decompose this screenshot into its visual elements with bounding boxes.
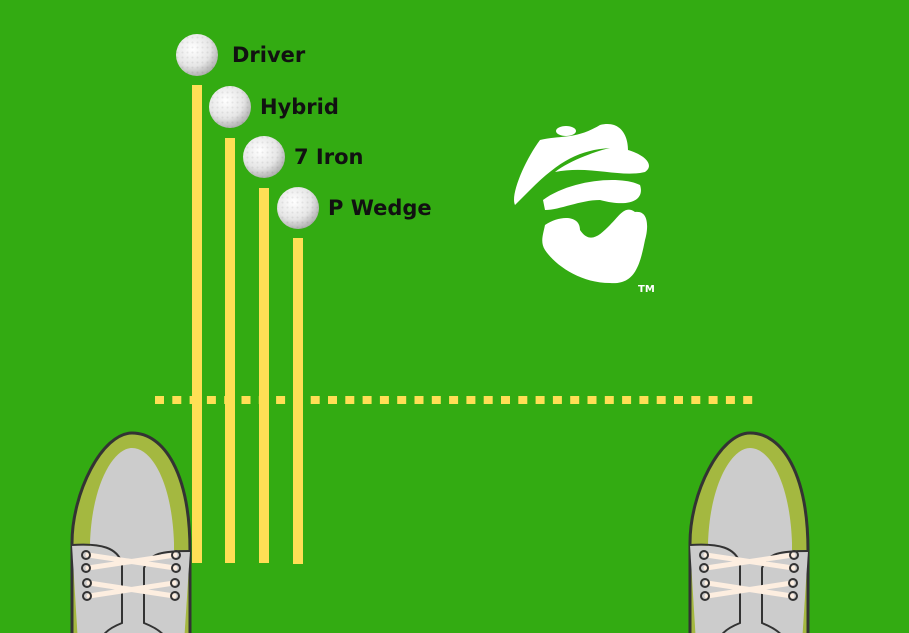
- target-line-dash: [397, 396, 407, 404]
- target-line-dash: [362, 396, 372, 404]
- target-line-dash: [639, 396, 649, 404]
- p-wedge-label: P Wedge: [328, 196, 432, 220]
- driver-golf-ball-icon: [176, 34, 218, 76]
- target-line-dash: [172, 396, 182, 404]
- target-line-dash: [466, 396, 476, 404]
- target-line-dash: [328, 396, 337, 404]
- target-line-dash: [743, 396, 753, 404]
- target-line-dash: [674, 396, 683, 404]
- target-line-dash: [587, 396, 597, 404]
- target-line-dash: [708, 396, 718, 404]
- hybrid-label: Hybrid: [260, 95, 339, 119]
- target-line-dash: [431, 396, 441, 404]
- target-line-dash: [155, 396, 164, 404]
- trademark-symbol: TM: [638, 284, 655, 295]
- target-line-dash: [414, 396, 424, 404]
- target-line-dash: [483, 396, 493, 404]
- hybrid-guide-line: [225, 138, 235, 563]
- target-line-dash: [501, 396, 510, 404]
- target-line-dash: [552, 396, 562, 404]
- right-shoe-icon: [690, 433, 808, 633]
- target-line-dash: [241, 396, 251, 404]
- driver-label: Driver: [232, 43, 306, 67]
- target-line-dash: [449, 396, 459, 404]
- target-line-dash: [604, 396, 614, 404]
- p-wedge-guide-line: [293, 238, 303, 564]
- target-line-dash: [535, 396, 545, 404]
- left-shoe-icon: [72, 433, 190, 633]
- target-line-dash: [622, 396, 632, 404]
- target-line-dash: [345, 396, 355, 404]
- target-line-dash: [310, 396, 320, 404]
- target-line-dash: [656, 396, 666, 404]
- 7-iron-label: 7 Iron: [294, 145, 364, 169]
- target-line-dash: [570, 396, 580, 404]
- p-wedge-golf-ball-icon: [277, 187, 319, 229]
- target-line-dash: [691, 396, 701, 404]
- target-line-dash: [518, 396, 528, 404]
- driver-guide-line: [192, 85, 202, 563]
- target-line-dotted: [155, 396, 753, 404]
- target-line-dash: [725, 396, 735, 404]
- 7-iron-guide-line: [259, 188, 269, 563]
- target-line-dash: [206, 396, 216, 404]
- hybrid-golf-ball-icon: [209, 86, 251, 128]
- target-line-dash: [276, 396, 286, 404]
- 7-iron-golf-ball-icon: [243, 136, 285, 178]
- target-line-dash: [379, 396, 389, 404]
- golfer-logo-icon: [514, 124, 649, 284]
